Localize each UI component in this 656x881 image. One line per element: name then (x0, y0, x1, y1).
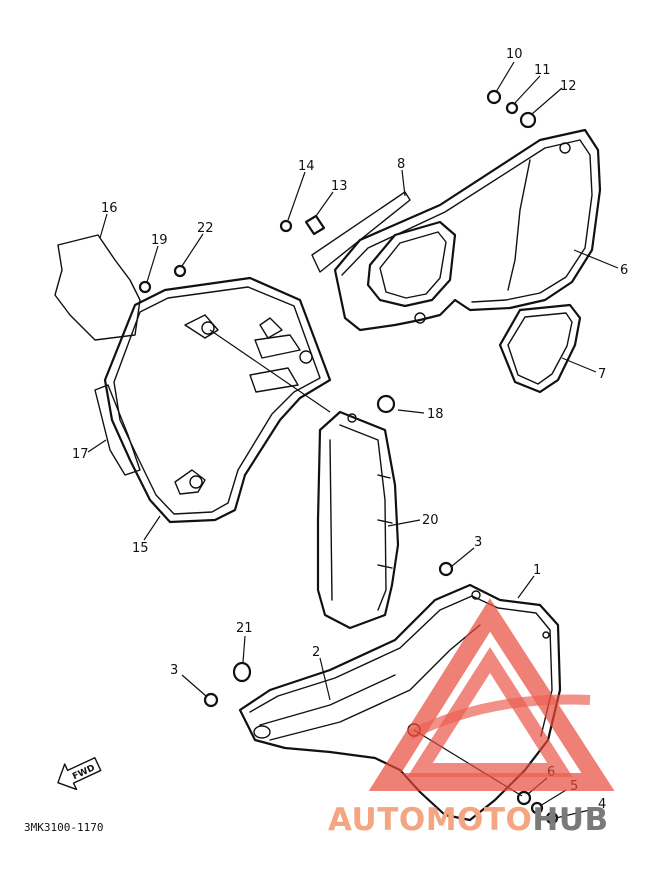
callout-10: 10 (506, 47, 523, 62)
part-code: 3MK3100-1170 (24, 821, 103, 834)
callout-11: 11 (534, 63, 551, 78)
callout-7: 6 (620, 263, 628, 278)
callout-3-lower: 3 (170, 663, 178, 678)
strip-part (311, 191, 411, 273)
cover-gasket (498, 303, 582, 394)
callout-12: 12 (560, 79, 577, 94)
callout-16: 16 (101, 201, 118, 216)
callout-22: 22 (197, 221, 214, 236)
tab-part (94, 384, 141, 476)
fwd-arrow: FWD (57, 757, 102, 791)
side-cover-left (103, 276, 332, 524)
callout-15: 15 (132, 541, 149, 556)
callout-4: 4 (598, 797, 606, 812)
callout-20: 20 (422, 513, 439, 528)
callout-13: 13 (331, 179, 348, 194)
logo-swoosh (407, 694, 591, 740)
callout-17: 17 (72, 447, 89, 462)
watermark-brand: AUTOMOTOHUB (328, 802, 609, 838)
callout-3-upper: 3 (474, 535, 482, 550)
fasteners (138, 89, 559, 825)
callout-1: 1 (533, 563, 541, 578)
automotohub-logo (368, 598, 615, 791)
callout-21: 21 (236, 621, 253, 636)
callout-numbers: 10 11 12 8 14 13 16 22 19 6 7 18 17 20 1… (72, 47, 628, 812)
fwd-label: FWD (71, 763, 97, 782)
duct-part (316, 410, 400, 630)
sheet-part (54, 234, 141, 341)
callout-9: 8 (397, 157, 405, 172)
watermark-brand-part2: HUB (532, 802, 608, 838)
leader-lines (87, 61, 619, 819)
callout-14: 14 (298, 159, 315, 174)
side-cover-upper (333, 128, 602, 332)
watermark-brand-part1: AUTOMOTO (328, 802, 532, 838)
callout-2: 2 (312, 645, 320, 660)
callout-18: 18 (427, 407, 444, 422)
callout-8: 7 (598, 367, 606, 382)
callout-19: 19 (151, 233, 168, 248)
